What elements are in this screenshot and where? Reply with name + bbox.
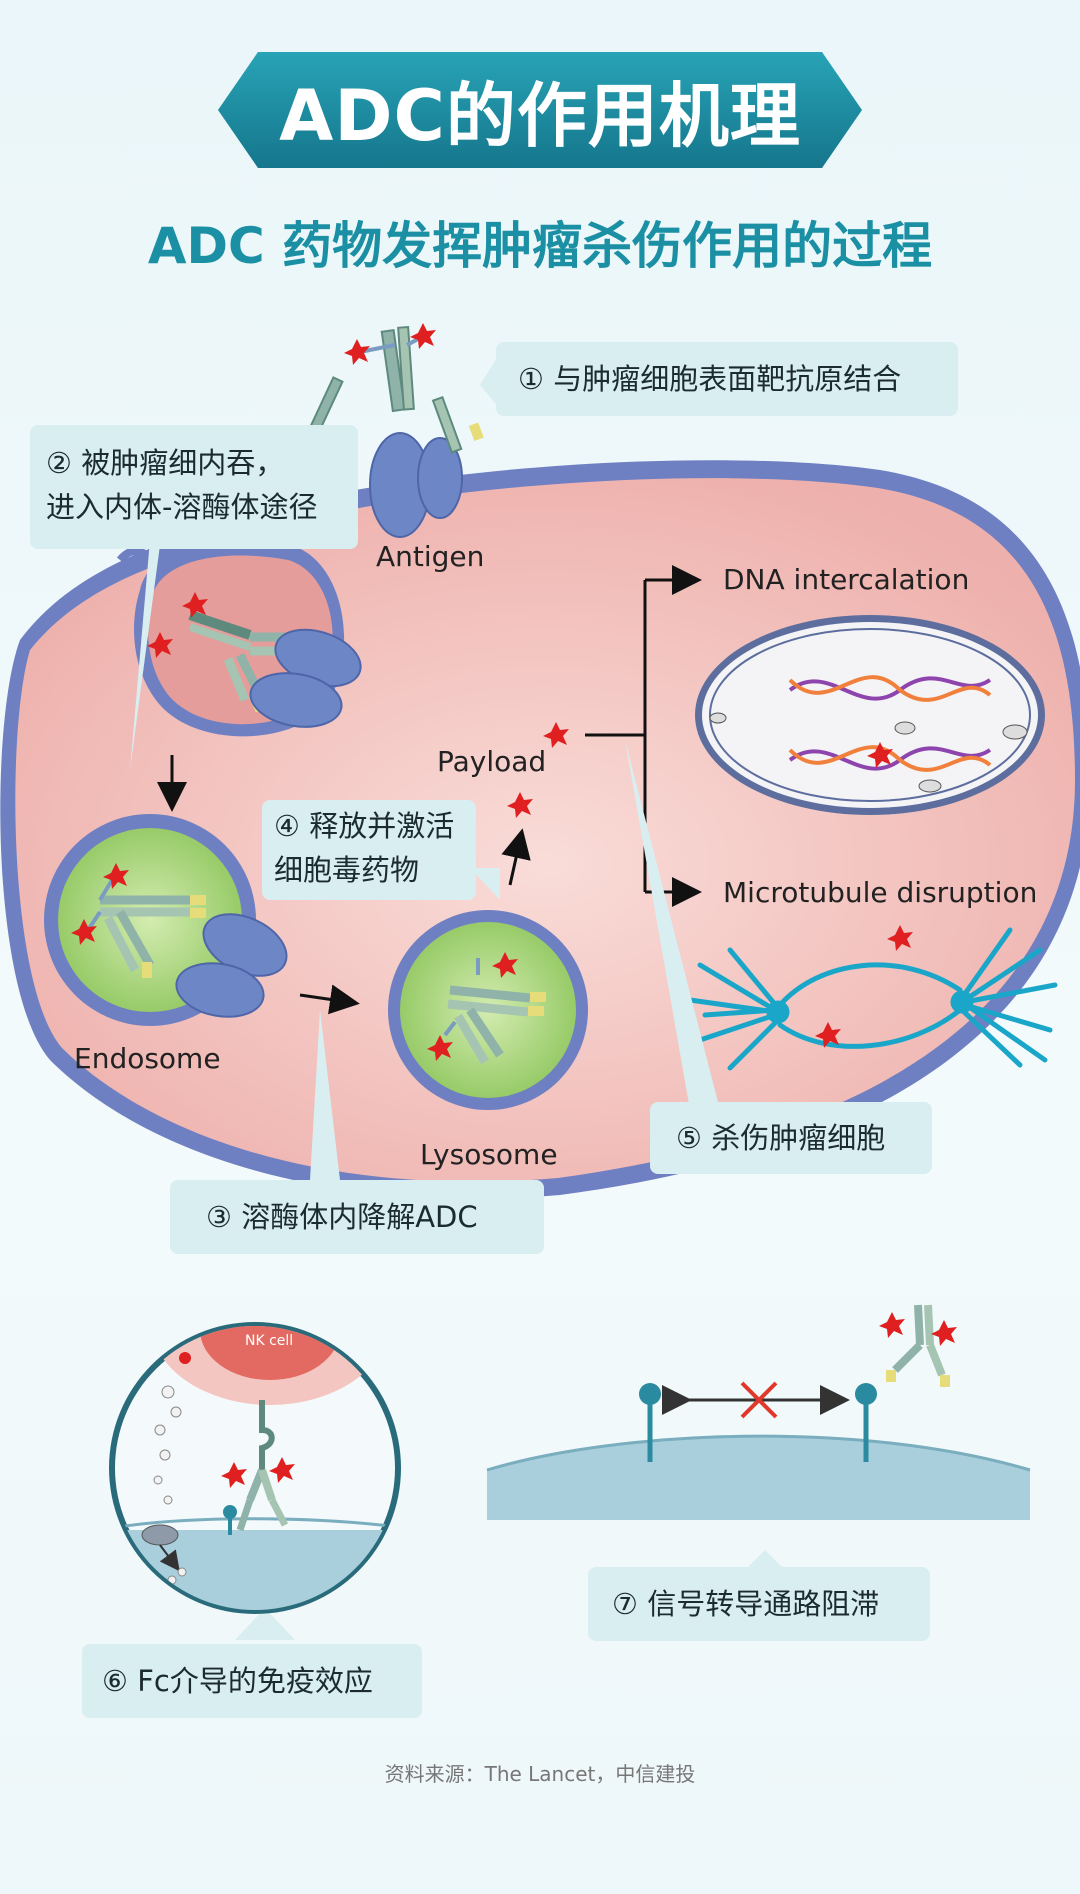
step-1-text: ① 与肿瘤细胞表面靶抗原结合 [518,362,902,396]
step-6-text: ⑥ Fc介导的免疫效应 [102,1664,373,1698]
nucleus [695,615,1045,815]
source-note: 资料来源：The Lancet，中信建投 [384,1762,696,1786]
step-3-callout: ③ 溶酶体内降解ADC [170,1180,544,1254]
signaling-blockade-panel [486,1304,1031,1520]
step-4-text-line2: 细胞毒药物 [274,853,420,887]
dna-intercalation-label: DNA intercalation [723,563,970,596]
step-7-text: ⑦ 信号转导通路阻滞 [612,1587,880,1621]
microtubule-spindle [687,927,1058,1071]
fc-immune-effect-panel [109,1322,401,1614]
antigen-internalizing [249,628,362,728]
step-4-text-line1: ④ 释放并激活 [274,809,455,843]
step-6-callout: ⑥ Fc介导的免疫效应 [82,1644,422,1718]
page-subtitle: ADC 药物发挥肿瘤杀伤作用的过程 [147,217,933,275]
endosome [44,814,288,1026]
payload-label: Payload [437,745,547,778]
step-5-callout: ⑤ 杀伤肿瘤细胞 [650,1102,932,1174]
arrow-to-lysosome [299,984,360,1015]
page-title: ADC的作用机理 [279,74,801,157]
step-4-callout: ④ 释放并激活 细胞毒药物 [262,800,476,900]
microtubule-disruption-label: Microtubule disruption [723,876,1038,909]
step-7-callout: ⑦ 信号转导通路阻滞 [588,1567,930,1641]
step-2-text-line1: ② 被肿瘤细内吞， [46,446,285,480]
nk-cell-label: NK cell [245,1333,294,1349]
title-banner [218,52,862,168]
step-1-callout: ① 与肿瘤细胞表面靶抗原结合 [496,342,958,416]
lysosome-label: Lysosome [420,1138,558,1171]
step-2-callout: ② 被肿瘤细内吞， 进入内体-溶酶体途径 [30,425,358,549]
lysosome [388,910,588,1110]
step-5-text: ⑤ 杀伤肿瘤细胞 [676,1121,886,1155]
step-3-text: ③ 溶酶体内降解ADC [206,1200,478,1234]
antigen-receptor [369,432,463,538]
title-banner-label-wrap: ADC的作用机理 [218,52,862,168]
antigen-label: Antigen [376,540,485,573]
endosome-label: Endosome [74,1042,221,1075]
adc-antibody-surface [306,323,484,454]
step-2-text-line2: 进入内体-溶酶体途径 [46,490,318,524]
arrow-release [501,828,531,886]
